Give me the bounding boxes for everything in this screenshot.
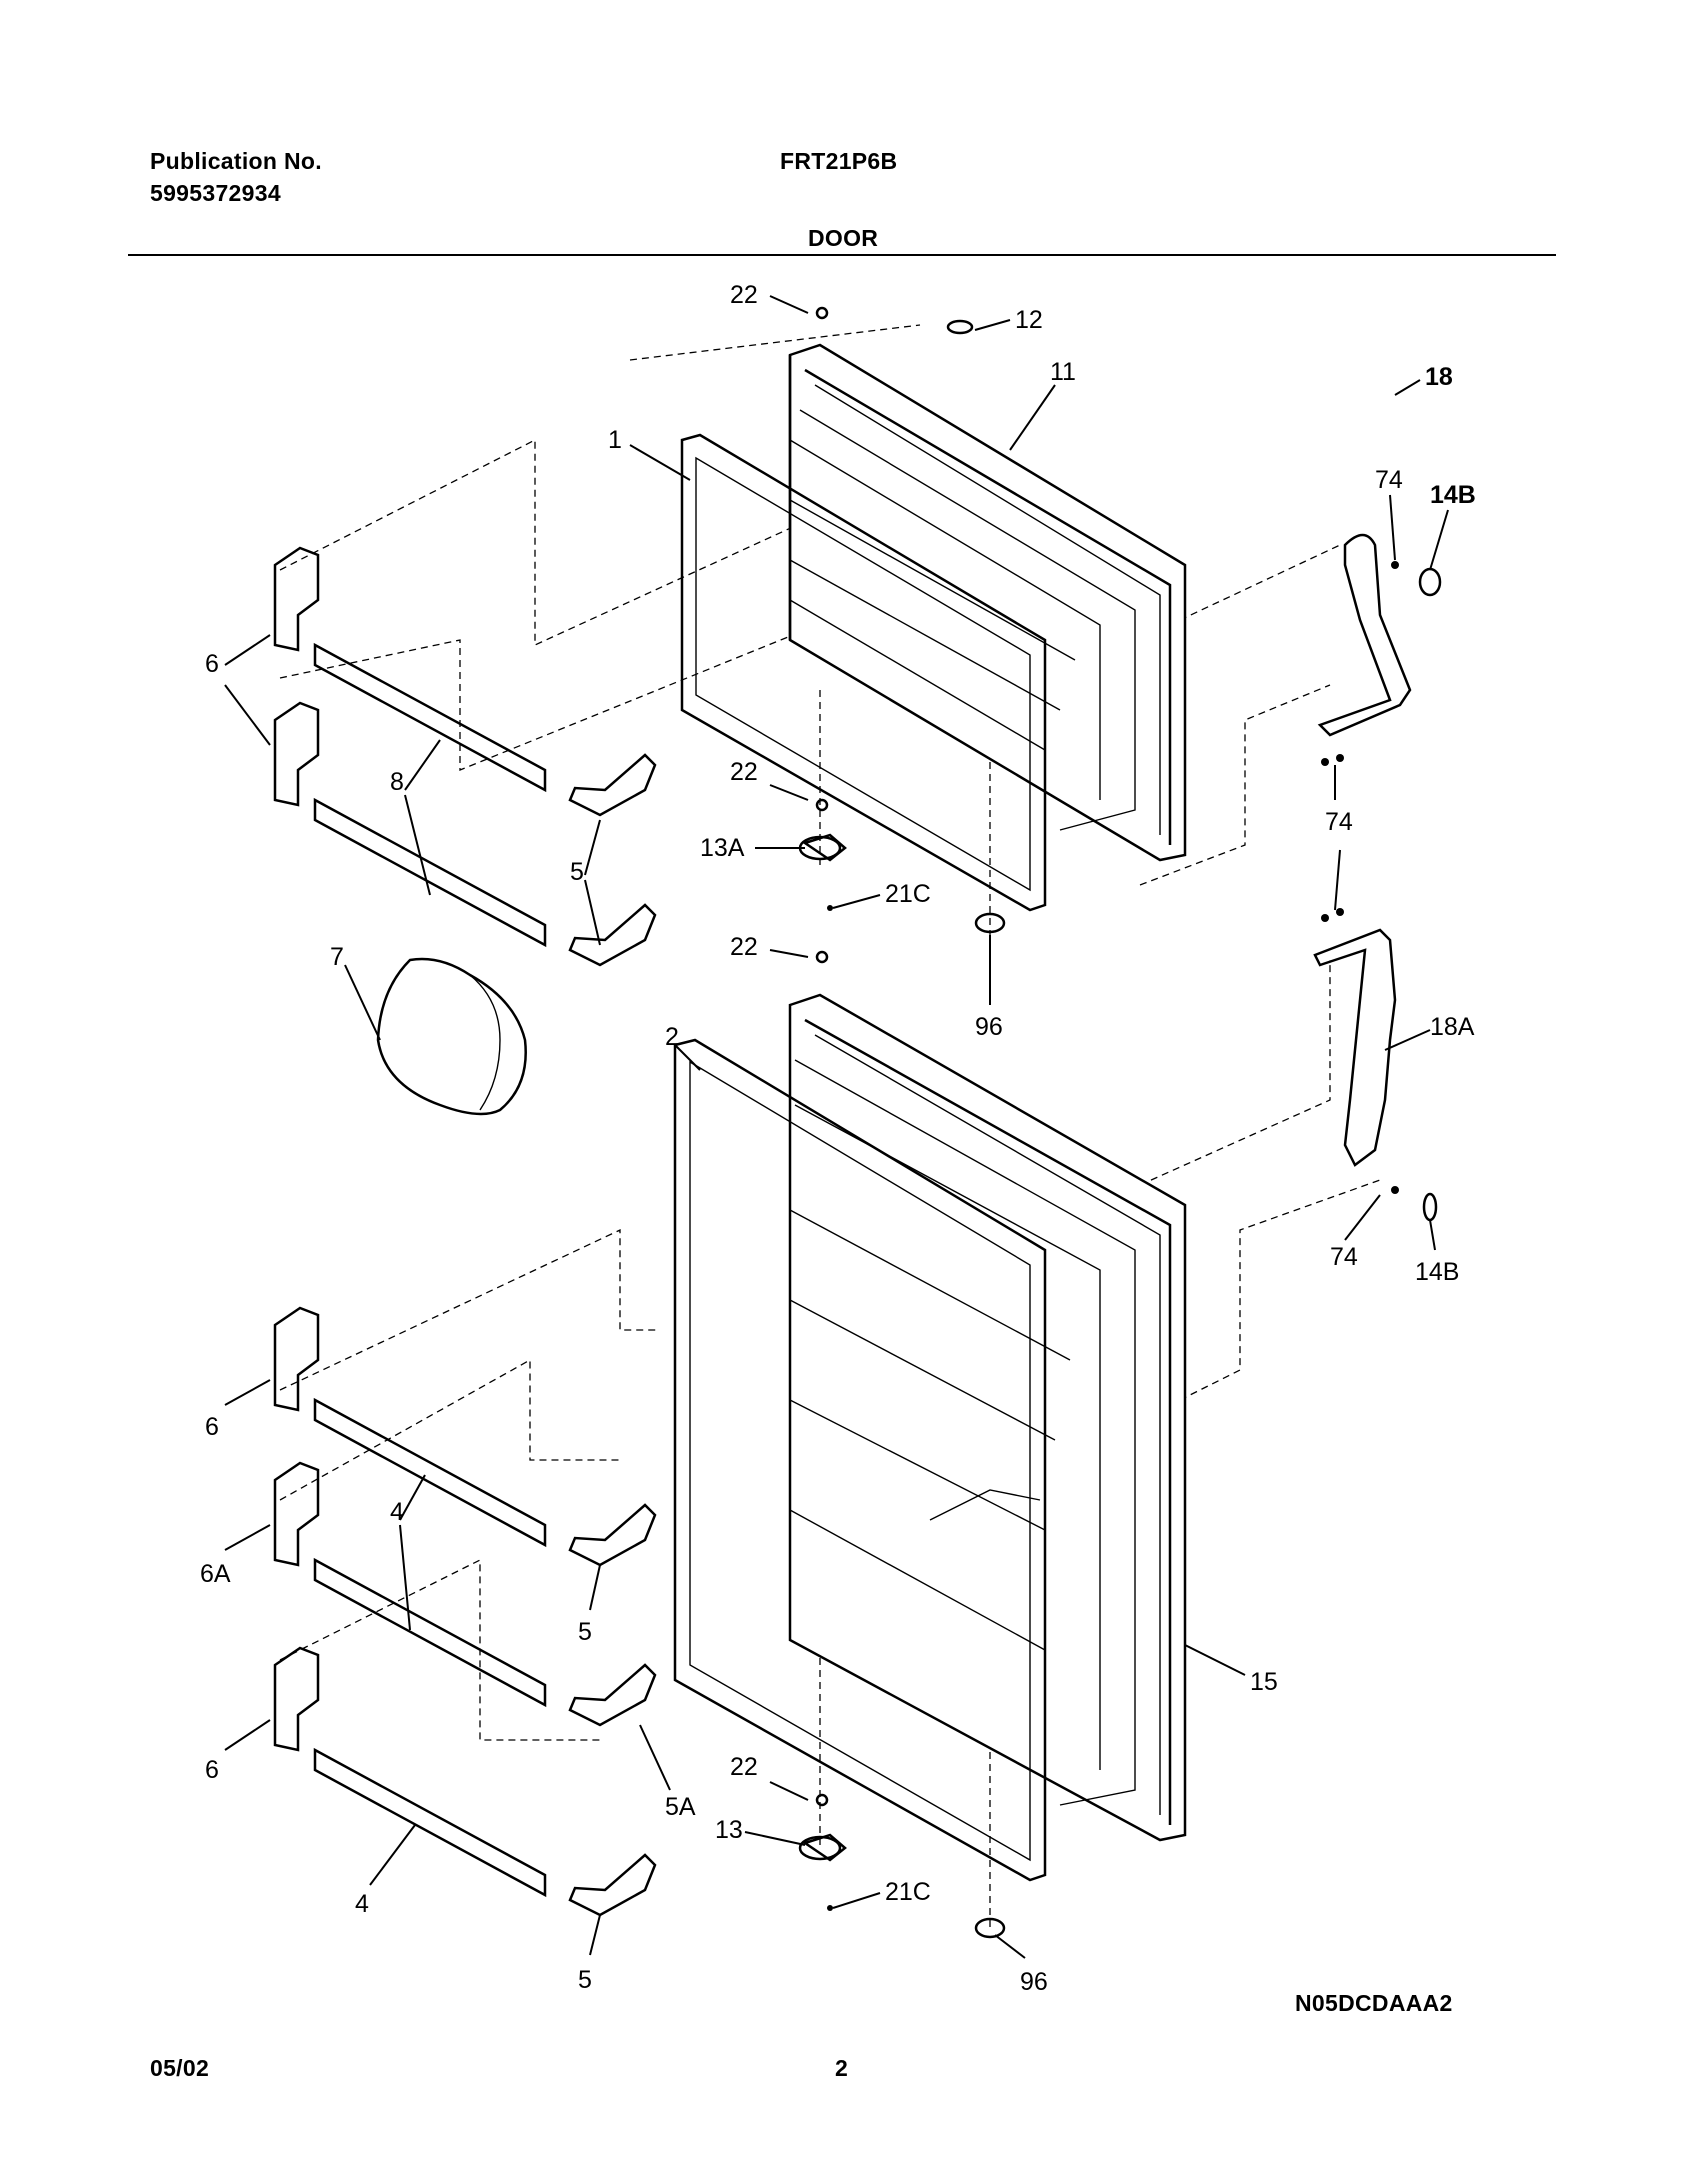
callout-74: 74 (1375, 466, 1403, 494)
hinge-bracket-center (1313, 928, 1397, 1167)
shelf-end-caps-right (568, 753, 657, 1917)
callout-14B: 14B (1415, 1258, 1459, 1286)
callout-18: 18 (1425, 363, 1453, 391)
publication-label: Publication No. (150, 148, 322, 174)
callout-21C: 21C (885, 1878, 931, 1906)
callout-21C: 21C (885, 880, 931, 908)
freezer-door-outer-panel (788, 343, 1187, 862)
callout-4: 4 (355, 1890, 369, 1918)
header-rule (128, 254, 1556, 256)
callout-11: 11 (1050, 358, 1076, 386)
callout-13: 13 (715, 1816, 743, 1844)
page-number: 2 (835, 2055, 849, 2081)
callout-22: 22 (730, 1753, 758, 1781)
fresh-food-door-gasket (673, 1038, 1047, 1882)
callout-14B: 14B (1430, 481, 1476, 509)
shelf-rails (313, 642, 547, 1898)
callout-12: 12 (1015, 306, 1043, 334)
callout-18A: 18A (1430, 1013, 1475, 1041)
callout-74: 74 (1330, 1243, 1358, 1271)
callout-13A: 13A (700, 834, 745, 862)
model-number: FRT21P6B (780, 148, 898, 174)
callout-2: 2 (665, 1023, 679, 1051)
callout-6: 6 (205, 1756, 219, 1784)
callout-5: 5 (578, 1618, 592, 1646)
callout-5: 5 (570, 858, 584, 886)
callout-96: 96 (975, 1013, 1003, 1041)
callout-5A: 5A (665, 1793, 696, 1821)
callout-6: 6 (205, 650, 219, 678)
callout-74: 74 (1325, 808, 1353, 836)
callout-22: 22 (730, 758, 758, 786)
dairy-door-bin (376, 957, 527, 1116)
drawing-code: N05DCDAAA2 (1295, 1990, 1453, 2016)
leader-lines (224, 295, 1449, 1959)
callout-96: 96 (1020, 1968, 1048, 1996)
footer-date: 05/02 (150, 2055, 210, 2081)
callout-5: 5 (578, 1966, 592, 1994)
callout-6: 6 (205, 1413, 219, 1441)
callout-4: 4 (390, 1498, 404, 1526)
shelf-end-caps-left (273, 546, 320, 1752)
callout-labels: 22 12 11 1 74 14B 18 6 8 22 13A 21C 5 74… (200, 281, 1476, 1996)
section-title: DOOR (808, 225, 879, 251)
callout-22: 22 (730, 933, 758, 961)
callout-22: 22 (730, 281, 758, 309)
callout-1: 1 (608, 426, 622, 454)
callout-8: 8 (390, 768, 404, 796)
fresh-food-door-outer-panel (788, 993, 1187, 1842)
freezer-door-gasket (680, 433, 1047, 912)
hinge-bracket-top (1317, 533, 1412, 737)
callout-15: 15 (1250, 1668, 1278, 1696)
publication-number: 5995372934 (150, 180, 281, 206)
callout-6A: 6A (200, 1560, 231, 1588)
callout-7: 7 (330, 943, 344, 971)
